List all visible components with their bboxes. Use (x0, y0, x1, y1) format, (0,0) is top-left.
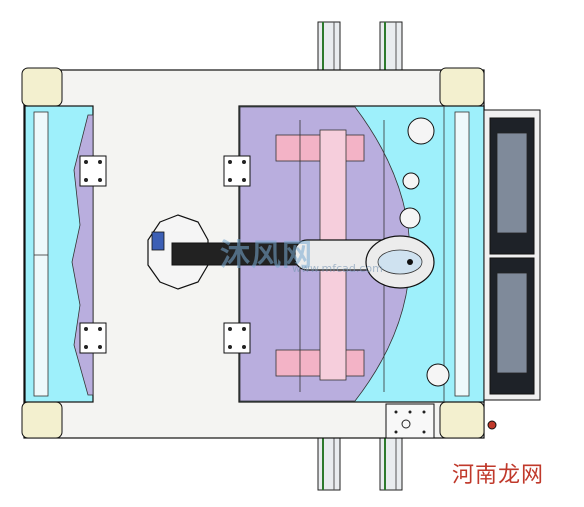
bottom-conveyor-rails (317, 437, 403, 491)
tray-stack (483, 109, 541, 401)
robot-arm (147, 214, 435, 290)
watermark-logo: 沐风网 (220, 238, 313, 273)
emergency-stop-button (487, 420, 497, 430)
bottom-plate-holes (394, 410, 426, 434)
site-watermark: 河南龙网 (452, 463, 545, 488)
left-loading-station (24, 105, 107, 403)
top-conveyor-rails (317, 21, 403, 73)
bottom-frame-plate (385, 403, 435, 439)
watermark-url: www.mfcad.com (292, 262, 383, 275)
corner-feet (21, 67, 485, 439)
